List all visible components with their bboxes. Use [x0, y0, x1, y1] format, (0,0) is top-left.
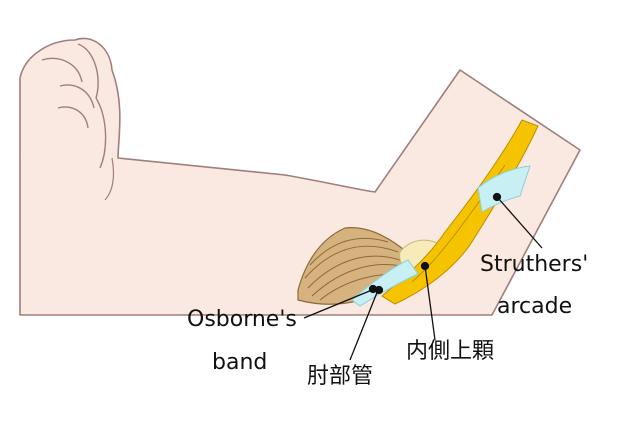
- osbornes-band-label-line1: Osborne's: [187, 307, 297, 332]
- struthers-arcade-shape: [477, 165, 531, 213]
- struthers-arcade-label-line1: Struthers': [480, 252, 589, 277]
- leader-lines: [303, 192, 543, 361]
- osbornes-band-label-line2: band: [212, 350, 268, 375]
- struthers-arcade-label-line2: arcade: [497, 294, 573, 319]
- osbornes-band-shape: [351, 259, 419, 307]
- cubital-tunnel-label: 肘部管: [307, 364, 374, 389]
- medial-epicondyle-label: 内側上顆: [406, 339, 495, 364]
- ulnar-nerve: [381, 119, 539, 305]
